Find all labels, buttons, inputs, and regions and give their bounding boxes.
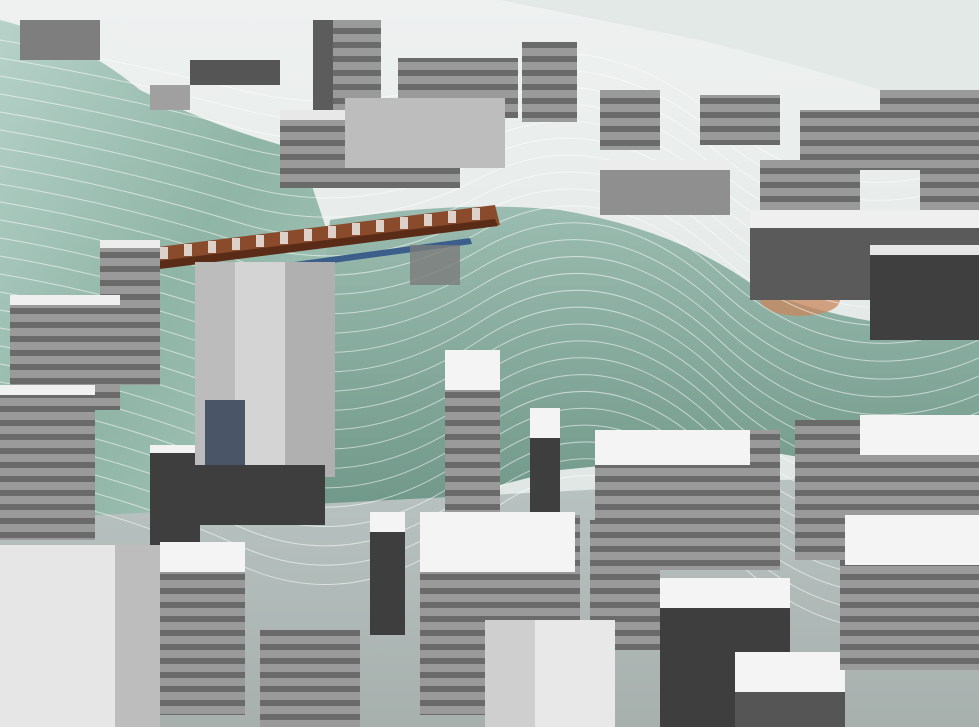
contour-line — [0, 237, 979, 380]
tower-back-3 — [522, 42, 577, 122]
bridge-truss-panel — [208, 241, 216, 253]
left-buildings — [0, 240, 200, 550]
block-back-6 — [880, 90, 979, 170]
far-hill — [500, 0, 979, 120]
fg-block-11 — [260, 630, 360, 727]
bridge-truss-panel — [400, 217, 408, 229]
background-buildings — [20, 20, 979, 220]
bridge-truss-panel — [304, 229, 312, 241]
bridge-truss-panel — [472, 208, 480, 220]
bridge-truss-panel — [280, 232, 288, 244]
bridge-truss-panel — [352, 223, 360, 235]
block-back-4 — [700, 95, 780, 145]
bridge-truss-panel — [328, 226, 336, 238]
bridge-truss-panel — [232, 238, 240, 250]
contour-line — [0, 272, 979, 416]
fg-block-4 — [370, 515, 405, 635]
contour-line — [0, 201, 979, 344]
block-back-2 — [345, 98, 505, 168]
foreground-buildings — [0, 350, 979, 727]
block-back-3 — [600, 90, 660, 150]
block-back-12 — [150, 85, 190, 110]
contour-line — [0, 255, 979, 398]
bridge-truss-panel — [256, 235, 264, 247]
tower-back-1-side — [313, 20, 333, 130]
block-back-7-top — [600, 160, 730, 170]
bridge-truss-panel — [160, 247, 168, 259]
central-tower — [195, 262, 335, 525]
fg-block-10 — [160, 545, 245, 715]
bridge-truss-panel — [376, 220, 384, 232]
bridge-truss-panel — [184, 244, 192, 256]
right-mid-buildings — [750, 210, 979, 340]
block-back-8 — [760, 160, 860, 215]
bridge-truss-panel — [424, 214, 432, 226]
block-back-7 — [600, 165, 730, 215]
block-back-10 — [20, 20, 100, 60]
bridge-truss-panel — [448, 211, 456, 223]
bridge — [150, 205, 500, 285]
block-back-11 — [190, 60, 280, 85]
contour-line — [0, 289, 979, 434]
